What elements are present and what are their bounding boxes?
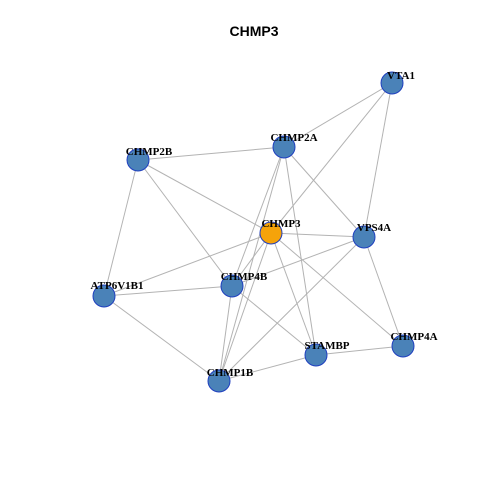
node-label-vps4a: VPS4A [357,222,391,234]
node-vta1 [380,71,404,95]
node-chmp4b [220,274,244,298]
nodes-layer [92,71,415,393]
node-vps4a [352,225,376,249]
edge-vta1-chmp3 [270,82,393,234]
edge-chmp2b-atp6v1b1 [103,159,139,297]
edge-chmp2b-chmp2a [137,146,285,161]
node-label-stambp: STAMBP [304,340,349,352]
edge-vps4a-chmp4a [363,236,404,347]
edge-chmp4b-stambp [231,285,317,356]
edge-chmp2a-vps4a [283,146,365,238]
edge-chmp3-atp6v1b1 [103,232,272,297]
edge-vta1-vps4a [363,82,393,238]
edge-chmp3-vps4a [270,232,365,238]
edge-chmp4b-chmp1b [218,285,233,382]
edge-atp6v1b1-chmp1b [103,295,220,382]
node-label-vta1: VTA1 [387,70,415,82]
node-chmp4a [391,334,415,358]
edge-chmp2b-chmp4b [137,159,233,287]
edge-chmp2a-chmp4b [231,146,285,287]
node-label-chmp4a: CHMP4A [390,331,437,343]
edge-chmp3-chmp4a [270,232,404,347]
edge-stambp-chmp4a [315,345,404,356]
node-label-chmp4b: CHMP4B [221,271,268,283]
node-stambp [304,343,328,367]
node-label-chmp1b: CHMP1B [207,367,254,379]
edge-vta1-chmp2a [283,82,393,148]
node-label-chmp3: CHMP3 [261,218,301,230]
node-chmp2b [126,148,150,172]
edge-chmp2a-chmp1b [218,146,285,382]
node-chmp3 [259,221,283,245]
edge-chmp4b-atp6v1b1 [103,285,233,297]
graph-title: CHMP3 [229,23,278,39]
edge-vps4a-chmp1b [218,236,365,382]
node-label-chmp2b: CHMP2B [126,146,173,158]
node-atp6v1b1 [92,284,116,308]
node-label-atp6v1b1: ATP6V1B1 [91,280,144,292]
node-chmp1b [207,369,231,393]
edges-layer [103,82,404,382]
edge-stambp-chmp1b [218,354,317,382]
edge-vps4a-chmp4b [231,236,365,287]
edge-chmp2b-chmp3 [137,159,272,234]
edge-chmp3-chmp1b [218,232,272,382]
node-chmp2a [272,135,296,159]
node-label-chmp2a: CHMP2A [270,132,317,144]
edge-chmp3-stambp [270,232,317,356]
edge-chmp2a-stambp [283,146,317,356]
